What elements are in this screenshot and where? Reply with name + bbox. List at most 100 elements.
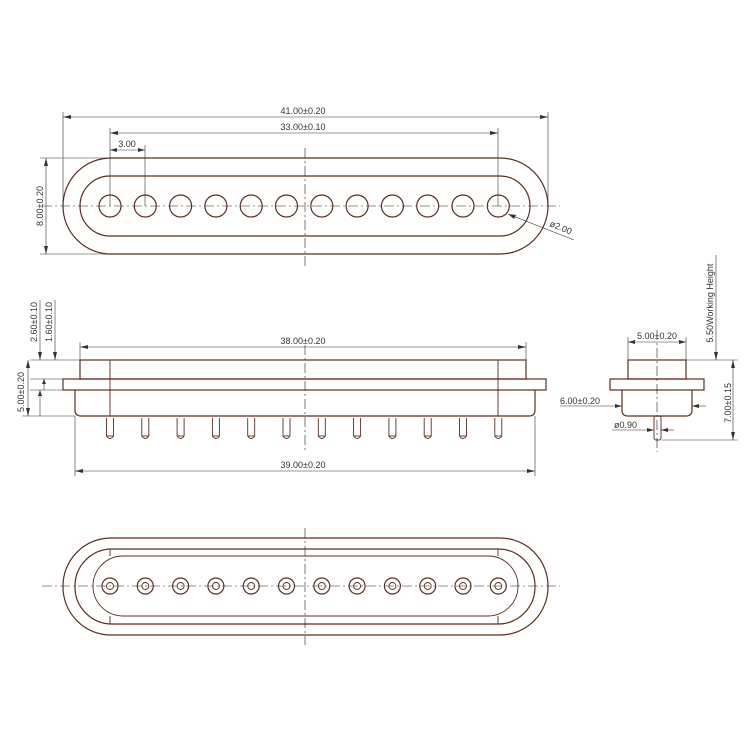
arrow: [508, 214, 516, 219]
bottom-view-pin-contacts: [101, 577, 507, 595]
side-pin: [317, 418, 326, 439]
top-view: 41.00±0.20 33.00±0.10 3.00 8.00±0.20 ø2.…: [35, 106, 575, 266]
pin-hole: [204, 194, 228, 218]
side-view-lower-body: [74, 390, 536, 417]
arrow: [518, 345, 526, 349]
side-pin: [494, 418, 503, 439]
pin-contact-inner: [141, 582, 150, 590]
pin-hole: [416, 194, 440, 218]
side-pin: [106, 418, 114, 439]
side-view-top-block: [79, 359, 527, 380]
dim-pin-hole-diameter: ø2.00: [548, 219, 573, 237]
dim-pin-span: 33.00±0.10: [281, 122, 326, 132]
pin-hole: [345, 194, 369, 218]
pin-contact-inner: [317, 582, 326, 590]
pin-contact-outer: [207, 577, 225, 595]
arrow: [63, 115, 71, 119]
dim-end-total-height: 7.00±0.15: [723, 383, 733, 423]
arrow: [26, 360, 30, 368]
dim-end-pin-diameter: ø0.90: [614, 420, 637, 430]
side-pin: [353, 418, 362, 439]
pin-contact-outer: [172, 577, 190, 595]
arrow: [42, 379, 46, 384]
arrow: [138, 148, 145, 152]
dim-flange-thickness: 2.60±0.10: [29, 302, 39, 342]
dim-end-top-width: 5.00±0.20: [637, 331, 677, 341]
side-pin: [141, 418, 150, 439]
pin-contact-outer: [419, 577, 437, 595]
dim-end-base-width: 6.00±0.20: [560, 396, 600, 406]
dim-side-top-width: 38.00±0.20: [281, 336, 326, 346]
pin-contact-inner: [353, 582, 362, 590]
arrow: [731, 360, 735, 368]
end-view-pin: [653, 415, 662, 441]
arrow: [44, 158, 48, 166]
arrow: [527, 469, 535, 473]
pin-hole: [451, 194, 475, 218]
end-view: 5.00±0.20 6.00±0.20 ø0.90 5.50Working He…: [560, 255, 738, 452]
arrow: [75, 469, 83, 473]
arrow: [647, 428, 654, 432]
dim-pin-pitch: 3.00: [118, 139, 136, 149]
pin-contact-inner: [388, 582, 397, 590]
side-view: 38.00±0.20 39.00±0.20 2.60±0.10 1.60±0.1…: [16, 300, 547, 476]
pin-hole: [169, 194, 193, 218]
arrow: [110, 148, 117, 152]
pin-hole: [239, 194, 263, 218]
pin-contact-inner: [282, 582, 291, 590]
dim-top-step: 1.60±0.10: [44, 302, 54, 342]
pin-contact-inner: [176, 582, 185, 590]
dim-working-height: 5.50Working Height: [705, 263, 715, 342]
bottom-view-outer-outline: [62, 537, 549, 636]
arrow: [38, 352, 42, 360]
arrow: [44, 246, 48, 254]
arrow: [661, 428, 668, 432]
arrow: [731, 432, 735, 440]
arrow: [615, 404, 622, 408]
pin-contact-outer: [348, 577, 366, 595]
pin-contact-outer: [313, 577, 331, 595]
arrow: [110, 131, 118, 135]
side-pin: [247, 418, 256, 439]
side-pin: [176, 418, 185, 439]
arrow: [26, 408, 30, 416]
arrow: [540, 115, 548, 119]
pin-contact-inner: [423, 582, 432, 590]
leader-line-hole-diameter: [507, 213, 575, 241]
pin-contact-outer: [489, 577, 507, 595]
side-view-flange: [62, 378, 547, 391]
arrow: [53, 352, 57, 360]
dim-side-bottom-width: 39.00±0.20: [281, 460, 326, 470]
pin-contact-inner: [211, 582, 220, 590]
dim-body-height: 5.00±0.20: [16, 372, 26, 412]
arrow: [628, 340, 635, 344]
pin-contact-outer: [277, 577, 296, 595]
arrow: [80, 345, 88, 349]
side-pin: [459, 418, 467, 439]
arrow: [679, 340, 686, 344]
pin-contact-inner: [106, 582, 114, 590]
dim-overall-height: 8.00±0.20: [35, 186, 45, 226]
side-pin: [423, 418, 432, 439]
pin-hole: [380, 194, 404, 218]
pin-contact-outer: [136, 577, 154, 595]
arrow: [490, 131, 498, 135]
pin-contact-outer: [383, 577, 401, 595]
pin-contact-outer: [454, 577, 472, 595]
pin-hole: [310, 194, 334, 218]
side-pin: [211, 418, 220, 439]
dim-overall-length: 41.00±0.20: [281, 106, 326, 116]
side-view-pins: [106, 418, 503, 439]
pin-contact-inner: [494, 582, 503, 590]
pin-contact-outer: [242, 577, 260, 595]
arrow: [714, 352, 718, 360]
side-pin: [282, 418, 291, 439]
side-pin: [388, 418, 397, 439]
pin-contact-inner: [247, 582, 256, 590]
bottom-view: [42, 528, 560, 645]
arrow: [38, 390, 42, 396]
arrow: [692, 404, 699, 408]
pin-contact-inner: [459, 582, 467, 590]
